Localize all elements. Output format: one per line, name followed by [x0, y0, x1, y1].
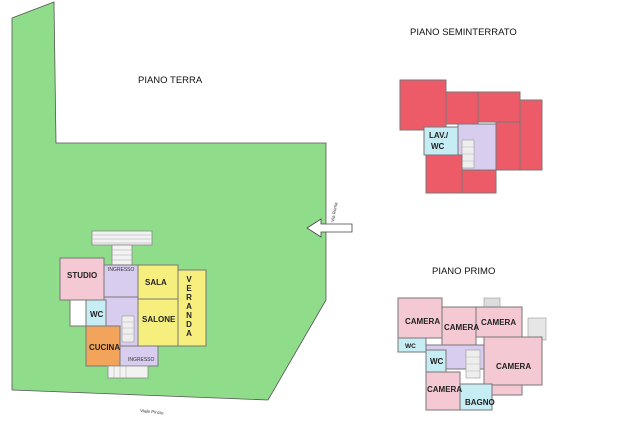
label-camera-4: CAMERA [496, 362, 531, 371]
svg-text:D: D [186, 320, 192, 329]
basement-plan: LAV./ WC [399, 79, 543, 194]
svg-text:R: R [186, 293, 192, 302]
svg-text:N: N [186, 311, 192, 320]
basement-room-1 [399, 79, 447, 131]
label-camera-1: CAMERA [405, 317, 440, 326]
label-salone: SALONE [142, 315, 176, 324]
basement-room-5 [495, 121, 521, 171]
label-bagno: BAGNO [465, 398, 495, 407]
label-ingresso-top: INGRESSO [108, 267, 135, 273]
label-lav: LAV./ [429, 131, 449, 140]
road-label-bottom: Viale Pinzio [140, 408, 164, 415]
room-salone [137, 298, 179, 347]
basement-room-2 [445, 91, 479, 125]
ground-floor-plan: STUDIO INGRESSO SALA WC SALONE CUCINA IN… [59, 230, 207, 379]
stair-interior [121, 315, 135, 343]
basement-room-7 [461, 169, 497, 194]
label-camera-5: CAMERA [427, 385, 462, 394]
title-piano-terra: PIANO TERRA [138, 75, 203, 86]
title-piano-seminterrato: PIANO SEMINTERRATO [410, 27, 517, 38]
entrance-arrow-icon [306, 218, 353, 238]
room-camera-3 [475, 306, 523, 338]
label-ingresso-bottom: INGRESSO [128, 357, 155, 363]
label-studio: STUDIO [67, 271, 97, 280]
label-lav-wc: WC [431, 142, 445, 151]
basement-room-4 [519, 99, 543, 171]
label-camera-3: CAMERA [481, 318, 516, 327]
room-camera-5 [425, 371, 461, 411]
svg-text:A: A [186, 329, 192, 338]
label-veranda: V E R A N D A [186, 275, 192, 338]
room-cucina [85, 325, 121, 367]
svg-text:A: A [186, 302, 192, 311]
label-wc-1: WC [405, 343, 416, 350]
svg-text:E: E [186, 284, 192, 293]
road-label-right: Via Roma [330, 201, 338, 222]
basement-lav-wc [423, 126, 459, 156]
title-piano-primo: PIANO PRIMO [432, 266, 495, 277]
room-bagno [459, 383, 493, 411]
terrace-steps-bottom [107, 365, 149, 379]
room-camera-2 [441, 306, 477, 346]
svg-text:V: V [186, 275, 192, 284]
room-veranda [177, 269, 207, 347]
label-wc-2: WC [430, 357, 444, 366]
label-camera-2: CAMERA [444, 323, 479, 332]
room-ingresso-bottom [119, 345, 159, 367]
basement-room-6 [425, 154, 463, 194]
room-side-storage [69, 299, 87, 327]
room-camera-4 [483, 336, 543, 386]
label-wc-ground: WC [90, 310, 104, 319]
first-floor-plan: CAMERA CAMERA CAMERA WC WC CAMERA CAMERA… [397, 297, 547, 411]
basement-room-3 [477, 91, 521, 123]
label-cucina: CUCINA [89, 343, 120, 352]
room-side-first [491, 384, 523, 396]
label-sala: SALA [145, 278, 167, 287]
